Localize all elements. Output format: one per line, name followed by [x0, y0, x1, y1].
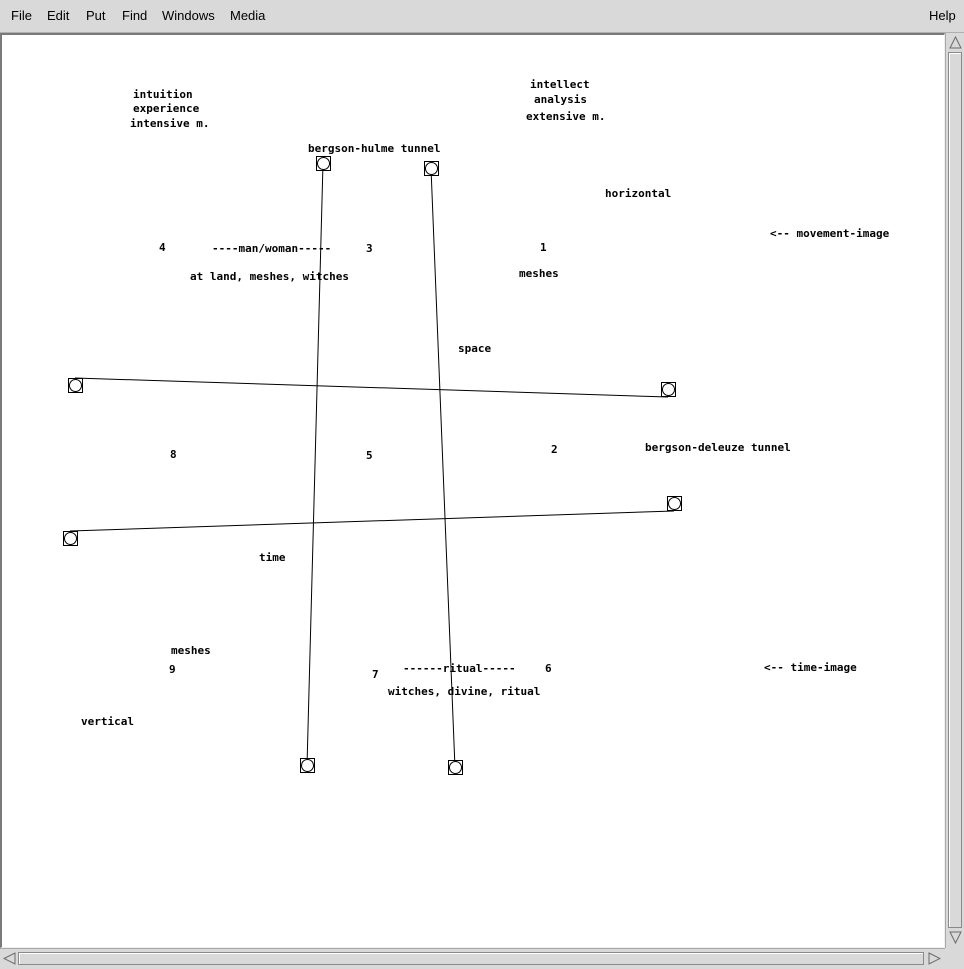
comment-number-7: 7	[372, 668, 379, 681]
bang-object-mid-right-lower[interactable]	[667, 496, 682, 511]
horizontal-scroll-thumb[interactable]	[18, 952, 924, 965]
bang-object-top-left[interactable]	[316, 156, 331, 171]
scroll-up-arrow-icon[interactable]	[949, 36, 962, 49]
menu-media[interactable]: Media	[230, 8, 266, 23]
scroll-down-arrow-icon[interactable]	[949, 931, 962, 944]
comment-experience: experience	[133, 102, 200, 115]
comment-movement-image: <-- movement-image	[770, 227, 890, 240]
bang-object-top-right[interactable]	[424, 161, 439, 176]
patch-cord-bottom-horizontal	[69, 510, 675, 532]
comment-ritual: ------ritual-----	[403, 662, 516, 675]
comment-number-1: 1	[540, 241, 547, 254]
comment-space: space	[458, 342, 492, 355]
patch-lines	[63, 156, 682, 775]
menu-find[interactable]: Find	[122, 8, 148, 23]
comment-number-6: 6	[545, 662, 552, 675]
comment-number-9: 9	[169, 663, 176, 676]
patch-cord-top-horizontal	[74, 377, 669, 398]
bang-object-mid-right-upper[interactable]	[661, 382, 676, 397]
patch-cord-right-vertical	[430, 167, 456, 769]
comment-horizontal: horizontal	[605, 187, 672, 200]
scrollbar-corner	[945, 948, 964, 969]
comment-at-land: at land, meshes, witches	[190, 270, 349, 283]
comment-witches-divine: witches, divine, ritual	[388, 685, 541, 698]
bang-object-bottom-right[interactable]	[448, 760, 463, 775]
menu-bar: File Edit Put Find Windows Media Help	[0, 0, 964, 33]
menu-help[interactable]: Help	[929, 8, 956, 23]
comment-meshes-bottom: meshes	[171, 644, 211, 657]
comment-number-2: 2	[551, 443, 558, 456]
comment-number-3: 3	[366, 242, 373, 255]
patch-cord-left-vertical	[306, 162, 324, 767]
comment-time: time	[259, 551, 286, 564]
scroll-right-arrow-icon[interactable]	[928, 952, 941, 965]
comment-bergson-hulme-tunnel: bergson-hulme tunnel	[308, 142, 441, 155]
scroll-left-arrow-icon[interactable]	[3, 952, 16, 965]
comment-extensive: extensive m.	[526, 110, 606, 123]
comment-number-4: 4	[159, 241, 166, 254]
vertical-scrollbar[interactable]	[945, 33, 964, 948]
comment-bergson-deleuze-tunnel: bergson-deleuze tunnel	[645, 441, 791, 454]
comment-analysis: analysis	[534, 93, 587, 106]
comment-intensive: intensive m.	[130, 117, 210, 130]
comment-intuition: intuition	[133, 88, 193, 101]
vertical-scroll-thumb[interactable]	[948, 52, 962, 928]
bang-object-mid-left-lower[interactable]	[63, 531, 78, 546]
menu-put[interactable]: Put	[86, 8, 106, 23]
comment-meshes-top: meshes	[519, 267, 559, 280]
bang-object-bottom-left[interactable]	[300, 758, 315, 773]
menu-edit[interactable]: Edit	[47, 8, 70, 23]
patch-canvas[interactable]: intuition experience intensive m. intell…	[0, 33, 945, 948]
horizontal-scrollbar[interactable]	[0, 948, 945, 969]
comment-intellect: intellect	[530, 78, 590, 91]
comment-number-5: 5	[366, 449, 373, 462]
comment-number-8: 8	[170, 448, 177, 461]
comment-time-image: <-- time-image	[764, 661, 857, 674]
comment-man-woman: ----man/woman-----	[212, 242, 332, 255]
bang-object-mid-left-upper[interactable]	[68, 378, 83, 393]
menu-file[interactable]: File	[11, 8, 32, 23]
menu-windows[interactable]: Windows	[162, 8, 215, 23]
comment-vertical: vertical	[81, 715, 134, 728]
